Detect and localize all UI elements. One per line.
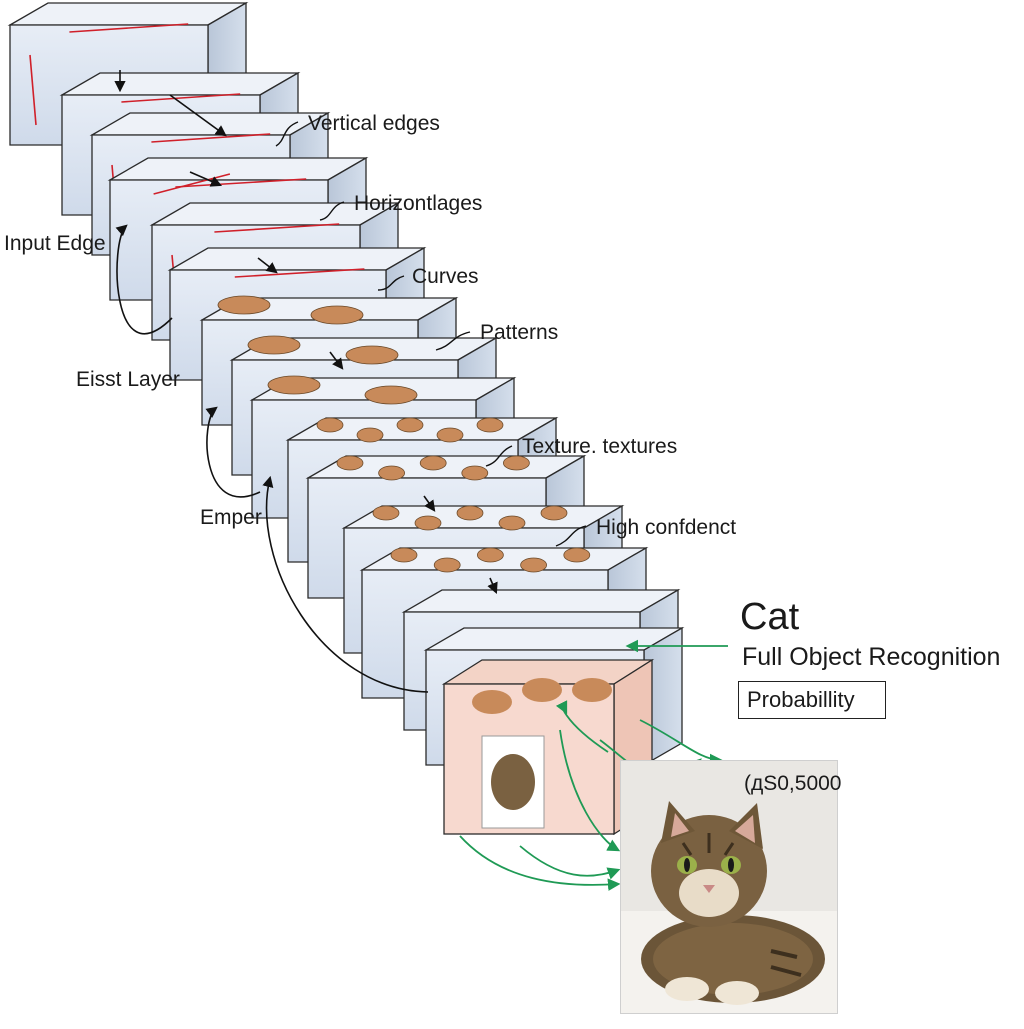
arrow-icon: [205, 406, 261, 498]
edge-feature: [29, 54, 37, 126]
edge-feature: [214, 223, 340, 233]
layer-top: [107, 157, 369, 181]
arrow-icon: [329, 351, 344, 370]
arrow-icon: [257, 257, 278, 274]
arrow-icon: [559, 729, 621, 852]
layer-top: [59, 72, 301, 96]
layer-top: [167, 247, 427, 271]
pattern-patch: [414, 515, 442, 531]
pattern-patch: [461, 465, 489, 481]
label-patterns: Patterns: [480, 321, 559, 344]
pattern-patch: [476, 417, 504, 433]
edge-feature: [151, 133, 271, 143]
pattern-patch: [247, 335, 301, 355]
label-pointer: [377, 275, 405, 291]
pattern-patch: [520, 557, 547, 573]
pattern-patch: [563, 547, 591, 563]
photo-number: (дS0,5000: [744, 772, 842, 795]
arrow-icon: [169, 94, 227, 137]
pattern-patch: [433, 557, 461, 573]
pattern-patch: [378, 465, 406, 481]
final-cat-patch: [572, 678, 612, 702]
label-input-edge: Input Edge: [4, 232, 106, 255]
arrow-icon: [262, 475, 429, 693]
label-pointer: [435, 331, 471, 351]
edge-feature: [121, 93, 241, 103]
arrow-icon: [115, 224, 173, 335]
arrow-icon: [189, 171, 223, 187]
label-pointer: [275, 121, 299, 147]
pattern-patch: [390, 547, 418, 563]
edge-feature: [234, 268, 365, 278]
output-class-title: Cat: [740, 596, 800, 638]
label-high-confidence: High confdenct: [596, 516, 737, 539]
arrow-icon: [555, 700, 609, 753]
arrow-icon: [487, 577, 498, 595]
pattern-patch: [310, 305, 364, 325]
pattern-patch: [345, 345, 399, 365]
final-cat-thumb-body: [491, 754, 535, 810]
cat-photo: [620, 760, 838, 1014]
cat-photo-image: [621, 761, 837, 1013]
arrow-icon: [459, 835, 621, 891]
label-vertical-edges: Vertical edges: [308, 112, 440, 135]
label-pointer: [555, 525, 587, 547]
label-pointer: [319, 201, 345, 221]
pattern-patch: [456, 505, 484, 521]
edge-feature: [69, 23, 189, 33]
pattern-patch: [419, 455, 447, 471]
arrow-icon: [519, 845, 621, 880]
label-pointer: [485, 445, 513, 467]
label-textures: Texture. textures: [522, 435, 678, 458]
pattern-patch: [267, 375, 321, 395]
pattern-patch: [476, 547, 504, 563]
pattern-patch: [498, 515, 526, 531]
label-first-layer: Eisst Layer: [76, 368, 180, 391]
final-cat-patch: [522, 678, 562, 702]
label-curves: Curves: [412, 265, 479, 288]
pattern-patch: [372, 505, 400, 521]
probability-box: Probabillity: [738, 681, 886, 719]
label-horizontal: Horizontlages: [354, 192, 483, 215]
pattern-patch: [436, 427, 464, 443]
output-subtitle: Full Object Recognition: [742, 643, 1001, 671]
pattern-patch: [336, 455, 364, 471]
pattern-patch: [364, 385, 418, 405]
final-layer: [441, 658, 655, 836]
pattern-patch: [503, 455, 530, 471]
pattern-patch: [396, 417, 424, 433]
arrow-icon: [639, 719, 723, 767]
arrow-icon: [423, 495, 436, 512]
layer-top: [401, 589, 681, 613]
pattern-patch: [540, 505, 568, 521]
pattern-patch: [316, 417, 344, 433]
pattern-patch: [217, 295, 271, 315]
layer-top: [7, 2, 249, 26]
label-emper: Emper: [200, 506, 262, 529]
pattern-patch: [356, 427, 384, 443]
final-cat-patch: [472, 690, 512, 714]
edge-feature: [175, 178, 307, 188]
